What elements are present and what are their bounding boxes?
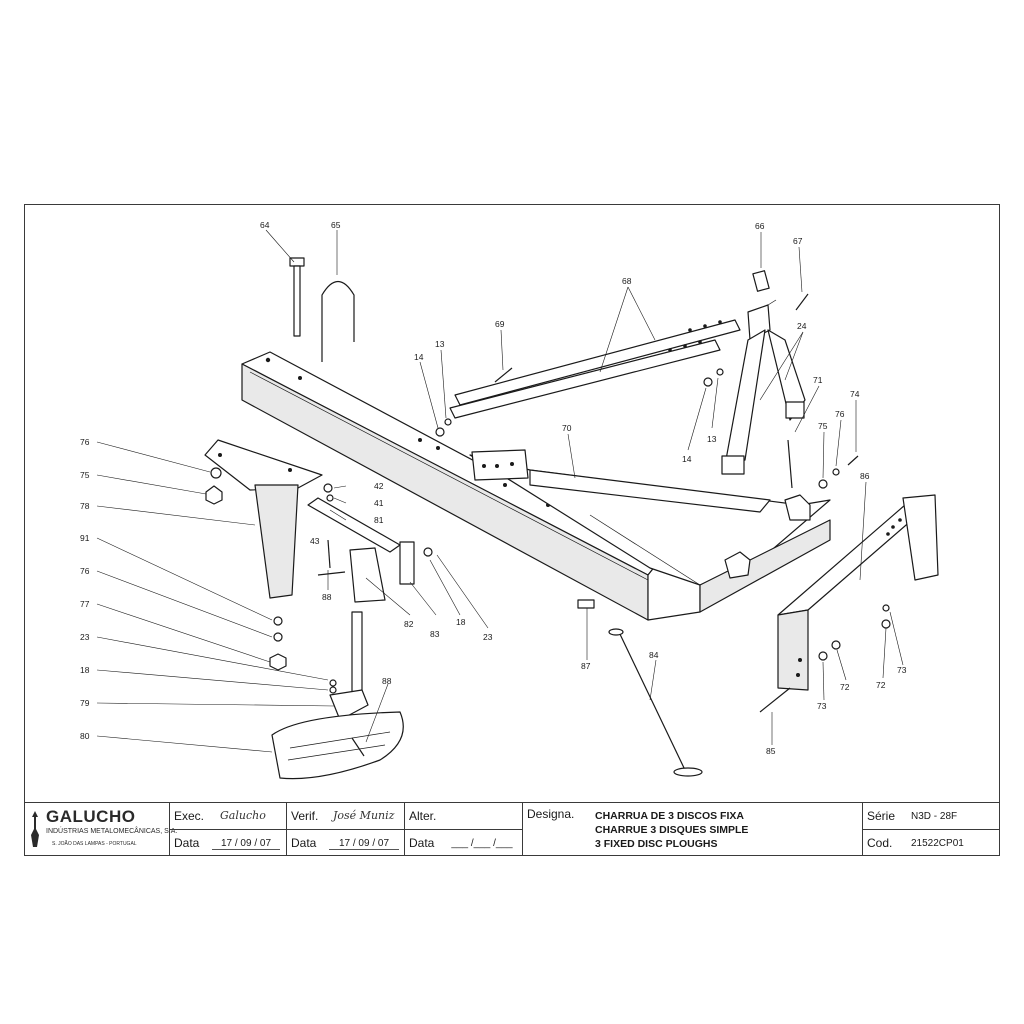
callout-75: 75 bbox=[80, 470, 90, 480]
callout-18: 18 bbox=[80, 665, 90, 675]
callout-67: 67 bbox=[793, 236, 803, 246]
top-link-arms bbox=[449, 319, 741, 419]
series-value: N3D - 28F bbox=[911, 811, 958, 822]
callout-83: 83 bbox=[430, 629, 440, 639]
cross-frame bbox=[469, 449, 831, 613]
callout-23: 23 bbox=[483, 632, 493, 642]
disc-bracket-assembly bbox=[204, 439, 433, 671]
designation-line-pt: CHARRUA DE 3 DISCOS FIXA bbox=[595, 810, 744, 822]
callout-14: 14 bbox=[414, 352, 424, 362]
callout-87: 87 bbox=[581, 661, 591, 671]
callout-78: 78 bbox=[80, 501, 90, 511]
callout-73: 73 bbox=[817, 701, 827, 711]
alter-date-value: ___ /___ /___ bbox=[451, 838, 513, 849]
leader-lines bbox=[96, 229, 904, 753]
verif-label: Verif. bbox=[291, 809, 319, 823]
disc-scraper bbox=[271, 611, 404, 780]
exec-signature: Galucho bbox=[220, 809, 266, 822]
callout-81: 81 bbox=[374, 515, 384, 525]
callout-71: 71 bbox=[813, 375, 823, 385]
callout-13: 13 bbox=[707, 434, 717, 444]
callout-numbers: 64 65 66 67 68 69 24 14 13 13 14 71 74 7… bbox=[80, 220, 907, 756]
callout-69: 69 bbox=[495, 319, 505, 329]
callout-43: 43 bbox=[310, 536, 320, 546]
company-cell: GALUCHO INDÚSTRIAS METALOMECÂNICAS, S.A.… bbox=[24, 803, 177, 856]
callout-91: 91 bbox=[80, 533, 90, 543]
callout-74: 74 bbox=[850, 389, 860, 399]
exec-cell: Exec. Galucho Data 17 / 09 / 07 bbox=[170, 803, 287, 856]
headstock bbox=[721, 299, 806, 475]
callout-23: 23 bbox=[80, 632, 90, 642]
title-block: GALUCHO INDÚSTRIAS METALOMECÂNICAS, S.A.… bbox=[24, 802, 1000, 856]
callout-88: 88 bbox=[322, 592, 332, 602]
callout-88: 88 bbox=[382, 676, 392, 686]
callout-68: 68 bbox=[622, 276, 632, 286]
company-name: GALUCHO bbox=[46, 807, 136, 826]
alter-cell: Alter. Data ___ /___ /___ bbox=[405, 803, 523, 856]
verif-date-value: 17 / 09 / 07 bbox=[329, 838, 399, 850]
callout-76: 76 bbox=[80, 437, 90, 447]
callout-72: 72 bbox=[840, 682, 850, 692]
callout-73: 73 bbox=[897, 665, 907, 675]
tool-bar-right bbox=[777, 494, 939, 691]
callout-66: 66 bbox=[755, 221, 765, 231]
designation-line-fr: CHARRUE 3 DISQUES SIMPLE bbox=[595, 824, 749, 836]
callout-82: 82 bbox=[404, 619, 414, 629]
callout-76: 76 bbox=[835, 409, 845, 419]
callout-79: 79 bbox=[80, 698, 90, 708]
alter-label: Alter. bbox=[409, 809, 437, 823]
callout-84: 84 bbox=[649, 650, 659, 660]
designation-line-en: 3 FIXED DISC PLOUGHS bbox=[595, 838, 718, 850]
series-label: Série bbox=[867, 809, 896, 823]
callout-65: 65 bbox=[331, 220, 341, 230]
callout-13: 13 bbox=[435, 339, 445, 349]
callout-41: 41 bbox=[374, 498, 384, 508]
company-subtitle: INDÚSTRIAS METALOMECÂNICAS, S.A. bbox=[46, 828, 178, 835]
callout-14: 14 bbox=[682, 454, 692, 464]
designation-cell: Designa. CHARRUA DE 3 DISCOS FIXA CHARRU… bbox=[523, 803, 863, 856]
bolts-and-small-parts bbox=[289, 257, 891, 713]
callout-18: 18 bbox=[456, 617, 466, 627]
code-label: Cod. bbox=[867, 836, 893, 850]
company-location: S. JOÃO DAS LAMPAS - PORTUGAL bbox=[52, 841, 137, 847]
exec-label: Exec. bbox=[174, 809, 205, 823]
callout-75: 75 bbox=[818, 421, 828, 431]
callout-86: 86 bbox=[860, 471, 870, 481]
code-value: 21522CP01 bbox=[911, 838, 964, 849]
exec-date-label: Data bbox=[174, 836, 200, 850]
alter-date-label: Data bbox=[409, 836, 435, 850]
callout-64: 64 bbox=[260, 220, 270, 230]
callout-42: 42 bbox=[374, 481, 384, 491]
verif-cell: Verif. José Muniz Data 17 / 09 / 07 bbox=[287, 803, 405, 856]
drawing-sheet bbox=[24, 204, 1000, 856]
designation-label: Designa. bbox=[527, 807, 575, 821]
series-code-cell: Série N3D - 28F Cod. 21522CP01 bbox=[863, 803, 1000, 856]
parking-stand bbox=[608, 628, 703, 777]
callout-24: 24 bbox=[797, 321, 807, 331]
callout-70: 70 bbox=[562, 423, 572, 433]
verif-signature: José Muniz bbox=[333, 809, 395, 822]
callout-85: 85 bbox=[766, 746, 776, 756]
callout-80: 80 bbox=[80, 731, 90, 741]
verif-date-label: Data bbox=[291, 836, 317, 850]
exec-date-value: 17 / 09 / 07 bbox=[212, 838, 280, 850]
callout-72: 72 bbox=[876, 680, 886, 690]
callout-76: 76 bbox=[80, 566, 90, 576]
callout-77: 77 bbox=[80, 599, 90, 609]
company-logo-icon bbox=[31, 811, 39, 847]
